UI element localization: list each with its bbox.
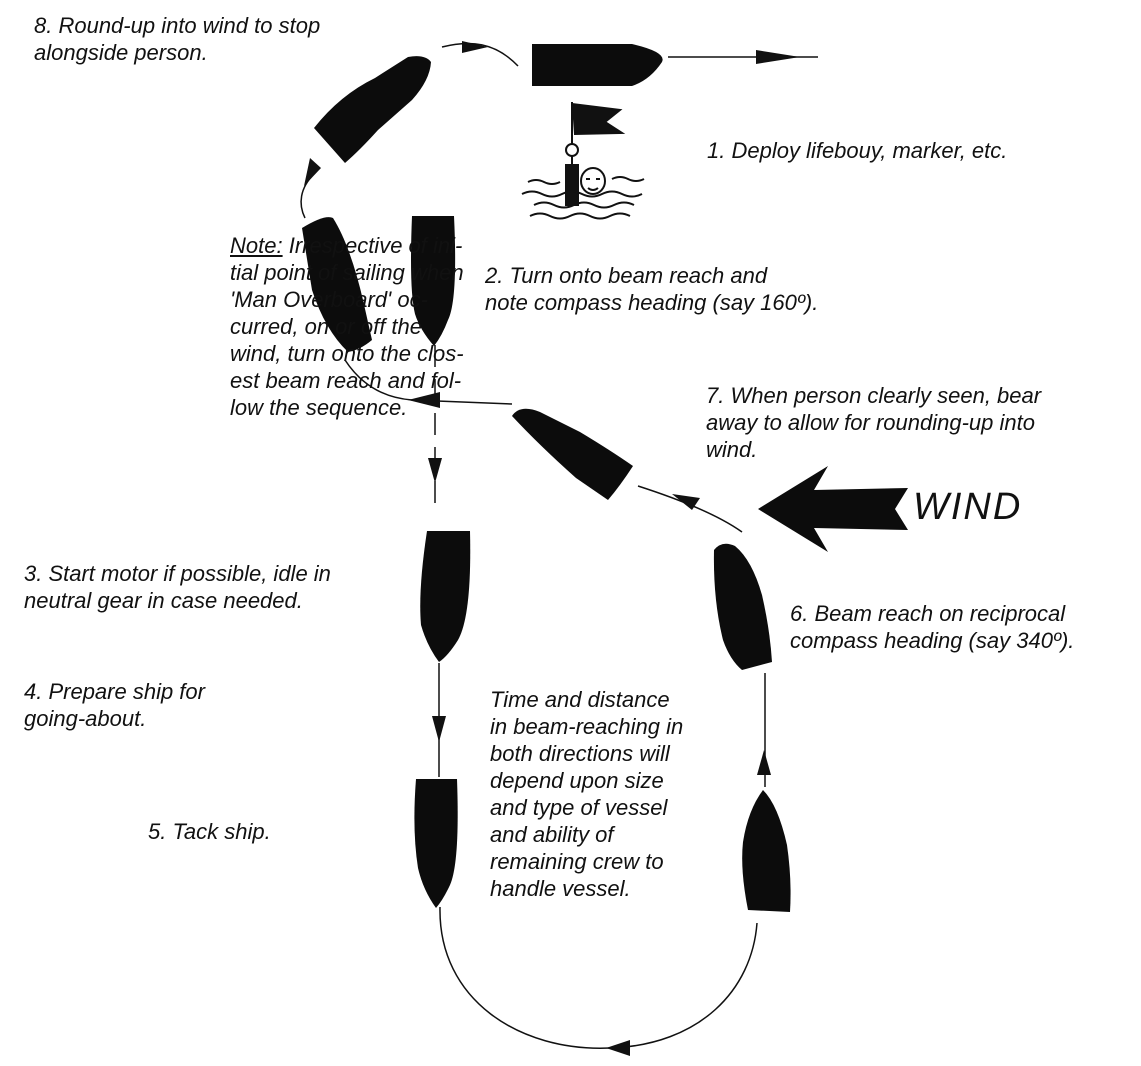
note-line-7: low the sequence. xyxy=(230,395,408,420)
wind-label: WIND xyxy=(913,486,1023,528)
note-line-6: est beam reach and fol- xyxy=(230,368,462,393)
arrow-center-down xyxy=(428,458,442,483)
step-5-line-1: 5. Tack ship. xyxy=(148,819,271,844)
note-line-2: tial point of sailing when xyxy=(230,260,464,285)
course-bottom-u xyxy=(439,906,758,1049)
step-8-line-2: alongside person. xyxy=(34,40,208,65)
boat-left-upper xyxy=(302,217,372,352)
arrow-right-up xyxy=(757,750,771,775)
time-distance-note: Time and distance in beam-reaching in bo… xyxy=(490,686,683,902)
time-note-line-4: depend upon size xyxy=(490,768,664,793)
step-8-text: 8. Round-up into wind to stop alongside … xyxy=(34,12,320,66)
step-1-line-1: 1. Deploy lifebouy, marker, etc. xyxy=(707,138,1008,163)
boat-right-lower xyxy=(742,790,791,912)
wind-arrow xyxy=(758,466,908,552)
arrow-top xyxy=(462,41,488,53)
arrow-left-up xyxy=(304,158,321,186)
step-4-line-2: going-about. xyxy=(24,706,147,731)
arrow-right-curve xyxy=(672,494,700,510)
boat-bearing-away xyxy=(512,408,633,500)
boat-rounding-up xyxy=(314,56,431,163)
time-note-line-7: remaining crew to xyxy=(490,849,664,874)
arrow-middle-left xyxy=(408,392,440,408)
step-3-line-2: neutral gear in case needed. xyxy=(24,588,303,613)
step-1-text: 1. Deploy lifebouy, marker, etc. xyxy=(707,137,1007,164)
time-note-line-3: both directions will xyxy=(490,741,670,766)
step-6-line-2: compass heading (say 340º). xyxy=(790,628,1075,653)
step-3-line-1: 3. Start motor if possible, idle in xyxy=(24,561,331,586)
step-8-line-1: 8. Round-up into wind to stop xyxy=(34,13,321,38)
step-4-text: 4. Prepare ship for going-about. xyxy=(24,678,205,732)
course-right-curve xyxy=(637,485,743,533)
note-line-4: curred, on or off the xyxy=(230,314,422,339)
time-note-line-8: handle vessel. xyxy=(490,876,631,901)
step-2-line-1: 2. Turn onto beam reach and xyxy=(485,263,768,288)
step-7-line-3: wind. xyxy=(706,437,758,462)
time-note-line-2: in beam-reaching in xyxy=(490,714,684,739)
boat-left-lower xyxy=(414,779,458,908)
step-6-line-1: 6. Beam reach on reciprocal xyxy=(790,601,1066,626)
boat-center-lower xyxy=(420,531,471,662)
time-note-line-1: Time and distance xyxy=(490,687,670,712)
boat-center-upper xyxy=(411,216,456,346)
step-3-text: 3. Start motor if possible, idle in neut… xyxy=(24,560,331,614)
step-2-line-2: note compass heading (say 160º). xyxy=(485,290,819,315)
step-5-text: 5. Tack ship. xyxy=(148,818,271,845)
boat-right-upper xyxy=(713,543,772,670)
step-4-line-1: 4. Prepare ship for xyxy=(24,679,205,704)
course-top-arc xyxy=(441,42,519,67)
note-line-1: Irrespective of ini- xyxy=(288,233,463,258)
time-note-line-6: and ability of xyxy=(490,822,614,847)
note-heading: Note: xyxy=(230,233,283,258)
arrow-exit xyxy=(756,50,800,64)
boat-exit xyxy=(532,44,663,86)
note-text: Note: Irrespective of ini- tial point of… xyxy=(230,232,508,421)
note-line-3: 'Man Overboard' oc- xyxy=(230,287,428,312)
note-line-5: wind, turn onto the clos- xyxy=(230,341,464,366)
person-in-water-icon xyxy=(521,102,645,220)
step-7-line-1: 7. When person clearly seen, bear xyxy=(706,383,1042,408)
step-6-text: 6. Beam reach on reciprocal compass head… xyxy=(790,600,1074,654)
step-7-line-2: away to allow for rounding-up into xyxy=(706,410,1035,435)
step-7-text: 7. When person clearly seen, bear away t… xyxy=(706,382,1041,463)
step-2-text: 2. Turn onto beam reach and note compass… xyxy=(485,262,818,316)
time-note-line-5: and type of vessel xyxy=(490,795,668,820)
arrow-bottom-right xyxy=(606,1040,630,1056)
arrow-left-down xyxy=(432,716,446,742)
